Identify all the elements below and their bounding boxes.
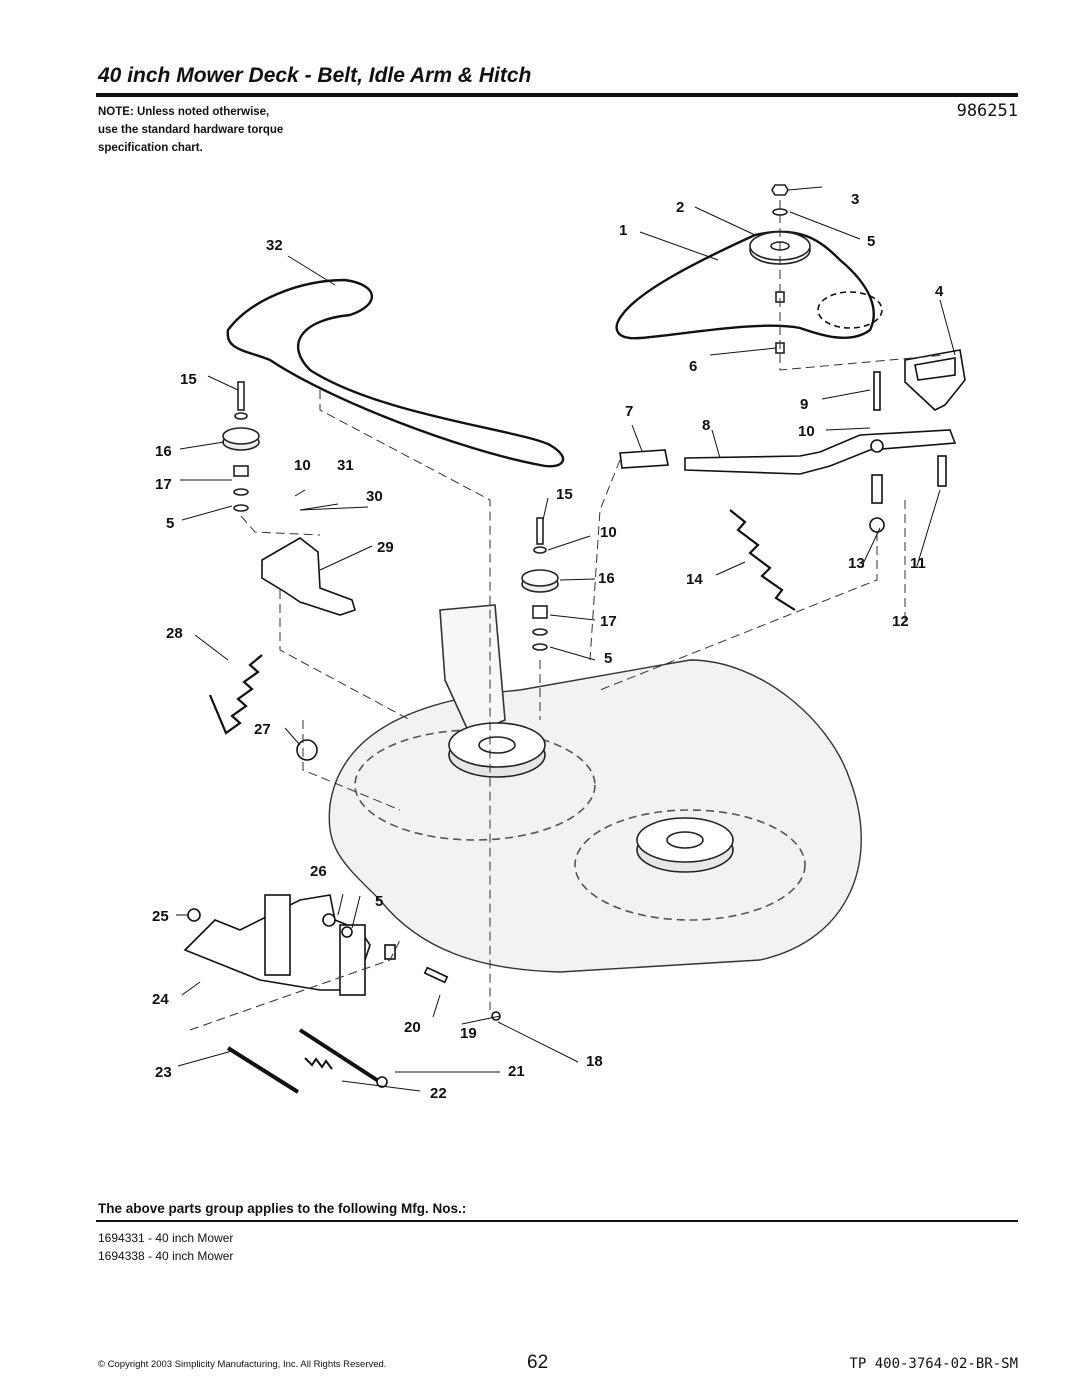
callout-label: 16 <box>598 570 615 587</box>
hitch-spacer <box>384 944 396 960</box>
callout-label: 5 <box>375 893 383 910</box>
callout-label: 23 <box>155 1064 172 1081</box>
mower-deck <box>328 659 862 973</box>
callout-label: 15 <box>180 371 197 388</box>
hitch-bolt <box>423 966 449 984</box>
callout-label: 26 <box>310 863 327 880</box>
hitch-nut <box>187 908 201 922</box>
idler-stack-right <box>521 517 559 651</box>
exploded-parts-diagram: 2 3 1 5 32 4 6 15 7 9 8 10 16 10 31 17 3… <box>0 160 1080 1120</box>
right-spindle-pulley <box>636 817 734 873</box>
footer-rule <box>96 1220 1018 1222</box>
flat-washer <box>296 739 318 761</box>
callout-labels: 2 3 1 5 32 4 6 15 7 9 8 10 16 10 31 17 3… <box>152 191 944 1102</box>
mfg-number-item: 1694331 - 40 inch Mower <box>98 1231 234 1245</box>
hitch-rod <box>226 1046 300 1094</box>
callout-label: 7 <box>625 403 633 420</box>
idle-arm-pivot <box>870 439 884 453</box>
callout-label: 15 <box>556 486 573 503</box>
callout-label: 5 <box>166 515 174 532</box>
callout-label: 14 <box>686 571 703 588</box>
copyright-notice: © Copyright 2003 Simplicity Manufacturin… <box>98 1359 387 1370</box>
callout-label: 9 <box>800 396 808 413</box>
mfg-number-list: 1694331 - 40 inch Mower 1694338 - 40 inc… <box>98 1229 233 1265</box>
diagram-artwork <box>183 184 966 1094</box>
callout-label: 10 <box>798 423 815 440</box>
callout-label: 27 <box>254 721 271 738</box>
callout-label: 3 <box>851 191 859 208</box>
page-title: 40 inch Mower Deck - Belt, Idle Arm & Hi… <box>98 64 532 87</box>
hitch-washer <box>341 926 353 938</box>
callout-label: 17 <box>600 613 617 630</box>
callout-label: 16 <box>155 443 172 460</box>
callout-label: 31 <box>337 457 354 474</box>
callout-label: 25 <box>152 908 169 925</box>
title-rule <box>96 93 1018 97</box>
applies-heading: The above parts group applies to the fol… <box>98 1201 467 1216</box>
callout-label: 8 <box>702 417 710 434</box>
hitch-rod-spring <box>304 1057 333 1070</box>
idle-arm-washer <box>869 517 885 533</box>
hitch-nut <box>322 913 336 927</box>
idle-arm-spacer <box>871 474 883 504</box>
deck-right-spindle-housing <box>574 809 806 921</box>
callout-leaders <box>176 186 956 1092</box>
hitch-bracket-plate <box>264 894 291 976</box>
callout-label: 10 <box>294 457 311 474</box>
deck-belt <box>226 278 565 468</box>
callout-label: 17 <box>155 476 172 493</box>
callout-label: 19 <box>460 1025 477 1042</box>
drive-idler-pulley <box>817 291 883 329</box>
callout-label: 24 <box>152 991 169 1008</box>
hitch-pin <box>298 1028 382 1084</box>
callout-label: 11 <box>910 555 926 572</box>
callout-label: 18 <box>586 1053 603 1070</box>
callout-label: 20 <box>404 1019 421 1036</box>
callout-label: 21 <box>508 1063 525 1080</box>
callout-label: 29 <box>377 539 394 556</box>
mfg-number-item: 1694338 - 40 inch Mower <box>98 1249 234 1263</box>
note-line: NOTE: Unless noted otherwise, <box>98 106 270 118</box>
callout-label: 32 <box>266 237 283 254</box>
idler-bracket <box>261 537 356 616</box>
callout-label: 30 <box>366 488 383 505</box>
idle-arm-spring <box>729 509 796 611</box>
callout-label: 6 <box>689 358 697 375</box>
belt-guide-bracket <box>904 349 966 411</box>
idle-arm-hex-bolt <box>937 455 947 487</box>
callout-label: 5 <box>867 233 875 250</box>
callout-label: 1 <box>619 222 627 239</box>
callout-label: 28 <box>166 625 183 642</box>
callout-label: 2 <box>676 199 684 216</box>
callout-label: 10 <box>600 524 617 541</box>
deck-left-spindle-housing <box>354 729 596 841</box>
torque-note: NOTE: Unless noted otherwise, use the st… <box>98 103 358 157</box>
note-line: use the standard hardware torque <box>98 124 284 136</box>
note-line: specification chart. <box>98 142 203 154</box>
assembly-guide-lines <box>189 200 946 1031</box>
diagram-part-number: 986251 <box>956 101 1018 121</box>
left-spindle-pulley <box>448 722 546 778</box>
callout-label: 22 <box>430 1085 447 1102</box>
callout-label: 13 <box>848 555 865 572</box>
idler-stack-left <box>222 381 260 512</box>
tension-spring <box>208 654 263 735</box>
idle-arm-bolt <box>873 371 881 411</box>
callout-label: 4 <box>935 283 944 300</box>
callout-label: 12 <box>892 613 909 630</box>
page-number: 62 <box>527 1352 549 1373</box>
drive-belt <box>615 230 875 340</box>
callout-label: 5 <box>604 650 612 667</box>
document-reference: TP 400-3764-02-BR-SM <box>849 1356 1018 1372</box>
hitch-pin-head <box>376 1076 388 1088</box>
belt-guide-pad <box>619 449 669 469</box>
idle-arm <box>684 429 957 475</box>
